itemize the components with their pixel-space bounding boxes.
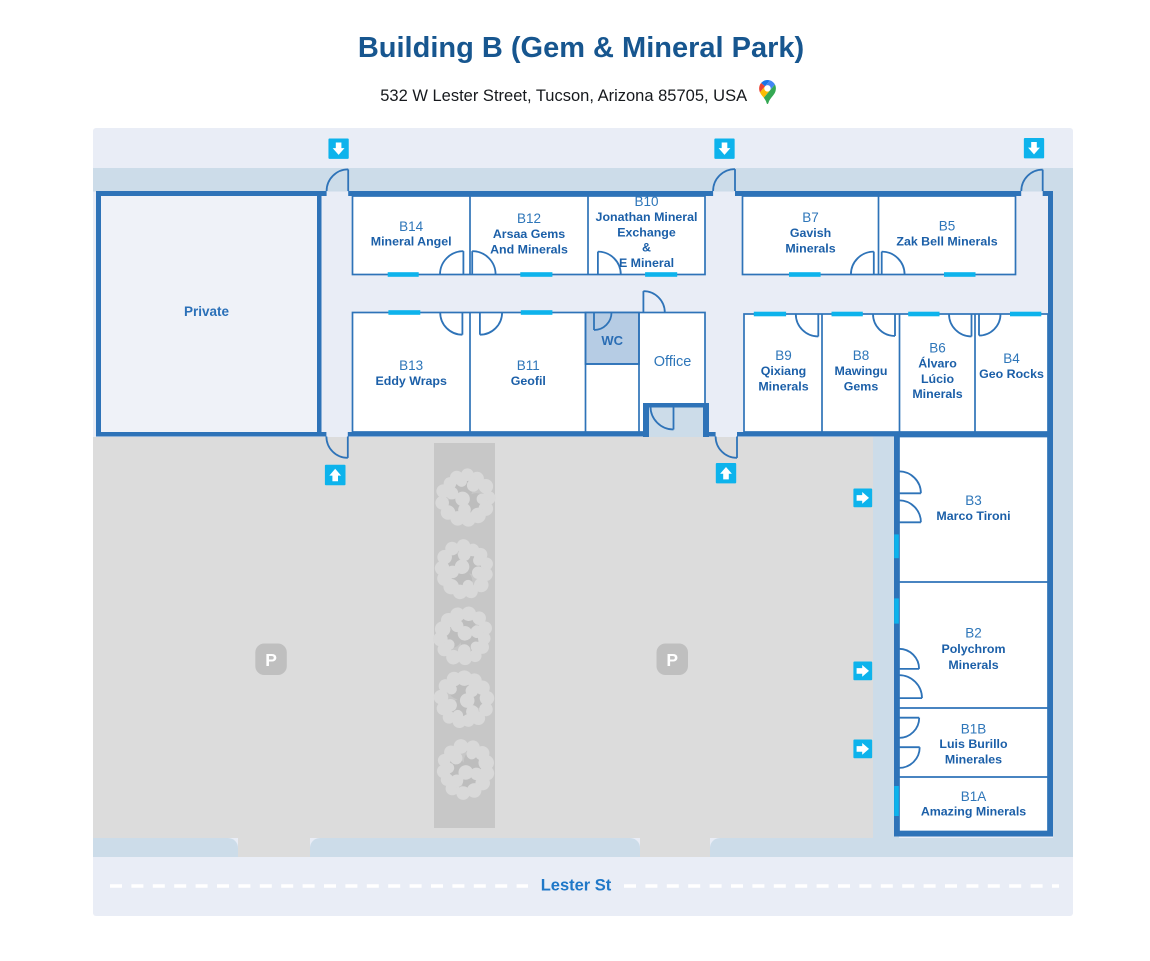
svg-text:Geo Rocks: Geo Rocks: [979, 367, 1044, 381]
svg-text:Minerales: Minerales: [945, 753, 1002, 767]
svg-text:Minerals: Minerals: [758, 379, 808, 393]
svg-text:Polychrom: Polychrom: [941, 642, 1005, 656]
svg-text:B10: B10: [634, 194, 658, 209]
svg-text:Marco Tironi: Marco Tironi: [936, 509, 1010, 523]
svg-text:WC: WC: [601, 333, 623, 348]
svg-text:B11: B11: [517, 358, 540, 373]
svg-text:B8: B8: [853, 348, 870, 363]
svg-text:B9: B9: [775, 348, 792, 363]
svg-text:B1B: B1B: [961, 721, 987, 736]
svg-text:Minerals: Minerals: [948, 658, 998, 672]
svg-text:Private: Private: [184, 304, 230, 319]
svg-text:B12: B12: [517, 211, 541, 226]
svg-text:Amazing Minerals: Amazing Minerals: [921, 805, 1026, 819]
svg-text:P: P: [265, 650, 277, 670]
svg-text:Jonathan Mineral: Jonathan Mineral: [596, 210, 698, 224]
svg-text:Exchange: Exchange: [617, 225, 676, 239]
svg-text:B6: B6: [929, 341, 946, 356]
svg-text:Lester St: Lester St: [541, 877, 612, 895]
svg-text:Zak Bell Minerals: Zak Bell Minerals: [896, 234, 997, 248]
svg-text:B14: B14: [399, 219, 424, 234]
svg-text:Gems: Gems: [844, 379, 879, 393]
svg-text:Eddy Wraps: Eddy Wraps: [376, 374, 447, 388]
svg-text:B3: B3: [965, 493, 982, 508]
svg-text:P: P: [666, 650, 678, 670]
svg-text:Gavish: Gavish: [790, 226, 831, 240]
svg-text:B1A: B1A: [961, 789, 987, 804]
svg-text:Minerals: Minerals: [785, 241, 835, 255]
svg-text:B7: B7: [802, 210, 819, 225]
svg-text:B13: B13: [399, 358, 423, 373]
svg-text:B2: B2: [965, 626, 982, 641]
svg-text:B4: B4: [1003, 351, 1020, 366]
svg-text:Mawingu: Mawingu: [835, 364, 888, 378]
svg-text:&: &: [642, 241, 651, 255]
svg-text:Luis Burillo: Luis Burillo: [939, 737, 1008, 751]
svg-text:Lúcio: Lúcio: [921, 372, 954, 386]
svg-text:Office: Office: [654, 354, 692, 370]
svg-text:E Mineral: E Mineral: [619, 256, 674, 270]
svg-text:Álvaro: Álvaro: [918, 355, 957, 370]
svg-text:And Minerals: And Minerals: [490, 242, 568, 256]
svg-text:B5: B5: [939, 219, 956, 234]
svg-text:Qixiang: Qixiang: [761, 364, 806, 378]
svg-text:Minerals: Minerals: [912, 387, 962, 401]
svg-text:Geofil: Geofil: [511, 374, 546, 388]
svg-text:Mineral Angel: Mineral Angel: [371, 235, 452, 249]
svg-text:Arsaa Gems: Arsaa Gems: [493, 227, 565, 241]
